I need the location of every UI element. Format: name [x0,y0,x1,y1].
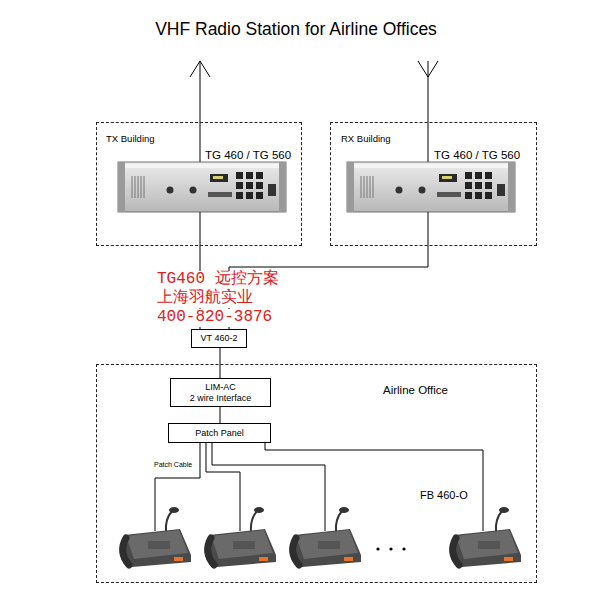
patch-cable [265,443,483,531]
node-text: 2 wire Interface [190,393,252,403]
ellipsis-dot [389,547,392,550]
node-text: TX Building [106,134,155,145]
node-text: LIM-AC [205,382,236,392]
patch-panel-box: Patch Panel [168,423,271,443]
node-text: TG 460 / TG 560 [205,149,291,162]
office-region: Airline Office LIM-AC2 wire InterfacePatc… [96,364,537,583]
building-region: RX Building TG 460 / TG 560 [330,122,537,246]
desk-phone [121,507,191,567]
desk-phone [451,507,521,567]
wire [428,212,429,246]
patch-cable [155,443,200,531]
connector [220,348,221,378]
antenna-symbol [190,61,210,77]
ellipsis-dot [402,547,405,550]
radio-unit [347,162,515,212]
node-text: VT 460-2 [201,333,238,343]
node-text: RX Building [341,134,391,145]
building-region: TX Building TG 460 / TG 560 [96,122,302,246]
device-box: VT 460-2 [191,329,247,348]
ellipsis-dot [376,547,379,550]
node-text: Airline Office [383,384,448,397]
cable-label: Patch Cable [154,461,192,469]
antenna-mast [200,61,201,162]
patch-cable [212,443,325,531]
wire [200,212,201,246]
watermark: 400-820-3876 [157,309,272,327]
diagram-title: VHF Radio Station for Airline Offices [0,19,592,40]
interface-box: LIM-AC2 wire Interface [170,378,271,407]
watermark: TG460 远控方案 [157,271,279,289]
radio-unit [118,162,286,212]
desk-phone [291,507,361,567]
node-text: TG 460 / TG 560 [434,149,520,162]
antenna-symbol [418,61,438,77]
connector [220,407,221,423]
device-label: FB 460-O [420,489,468,501]
desk-phone [206,507,276,567]
watermark: 上海羽航实业 [157,290,253,308]
patch-cable [206,443,240,531]
node-text: Patch Panel [195,428,244,438]
